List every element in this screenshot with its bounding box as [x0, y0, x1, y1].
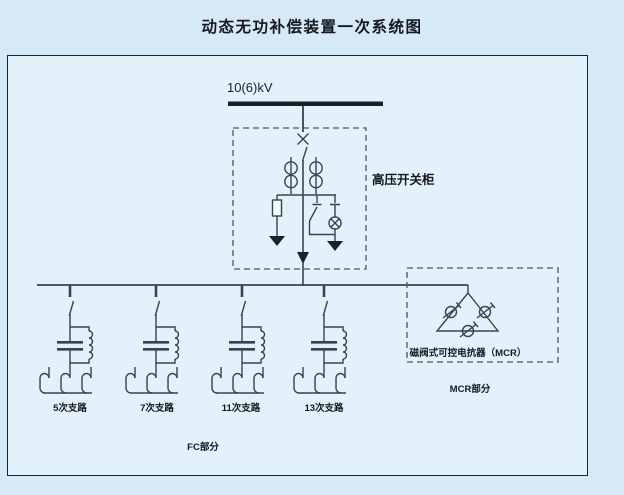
fc-section-label: FC部分 [187, 442, 219, 453]
mcr-dashed-box [406, 267, 559, 363]
mcr-section-label: MCR部分 [449, 384, 491, 395]
ct-left-icon [284, 157, 298, 194]
circuit-breaker-icon [297, 133, 309, 162]
branch-label-7th: 7次支路 [140, 403, 174, 414]
branch-label-11th: 11次支路 [221, 403, 261, 414]
fc-branch-11th [210, 283, 266, 395]
switchgear-label: 高压开关柜 [372, 173, 435, 187]
indicator-lamp-icon [328, 195, 342, 241]
earthing-switch-icon [308, 195, 335, 236]
switchgear-dashed-box [232, 127, 367, 270]
mcr-device-label: 磁阀式可控电抗器（MCR） [409, 348, 527, 359]
ground-icon [327, 241, 343, 251]
branch-label-13th: 13次支路 [304, 403, 344, 414]
pt-bay [269, 194, 343, 251]
bus-voltage-label: 10(6)kV [227, 80, 273, 95]
fuse-icon [271, 195, 283, 236]
mcr-reactor-icon [442, 302, 462, 319]
diagram-panel [7, 55, 588, 476]
mcr-reactor-icon [459, 321, 479, 338]
flow-arrow-icon [297, 252, 309, 264]
busbar [228, 101, 383, 106]
ct-right-icon [309, 157, 323, 194]
fc-branch-13th [292, 283, 348, 395]
ground-icon [269, 236, 285, 246]
branch-label-5th: 5次支路 [53, 403, 87, 414]
feeder-line [297, 106, 309, 286]
fc-branch-7th [124, 283, 180, 395]
mcr-delta-winding [435, 285, 500, 338]
mcr-reactor-icon [476, 302, 496, 319]
page-title: 动态无功补偿装置一次系统图 [201, 19, 423, 36]
fc-branch-5th [38, 283, 94, 395]
